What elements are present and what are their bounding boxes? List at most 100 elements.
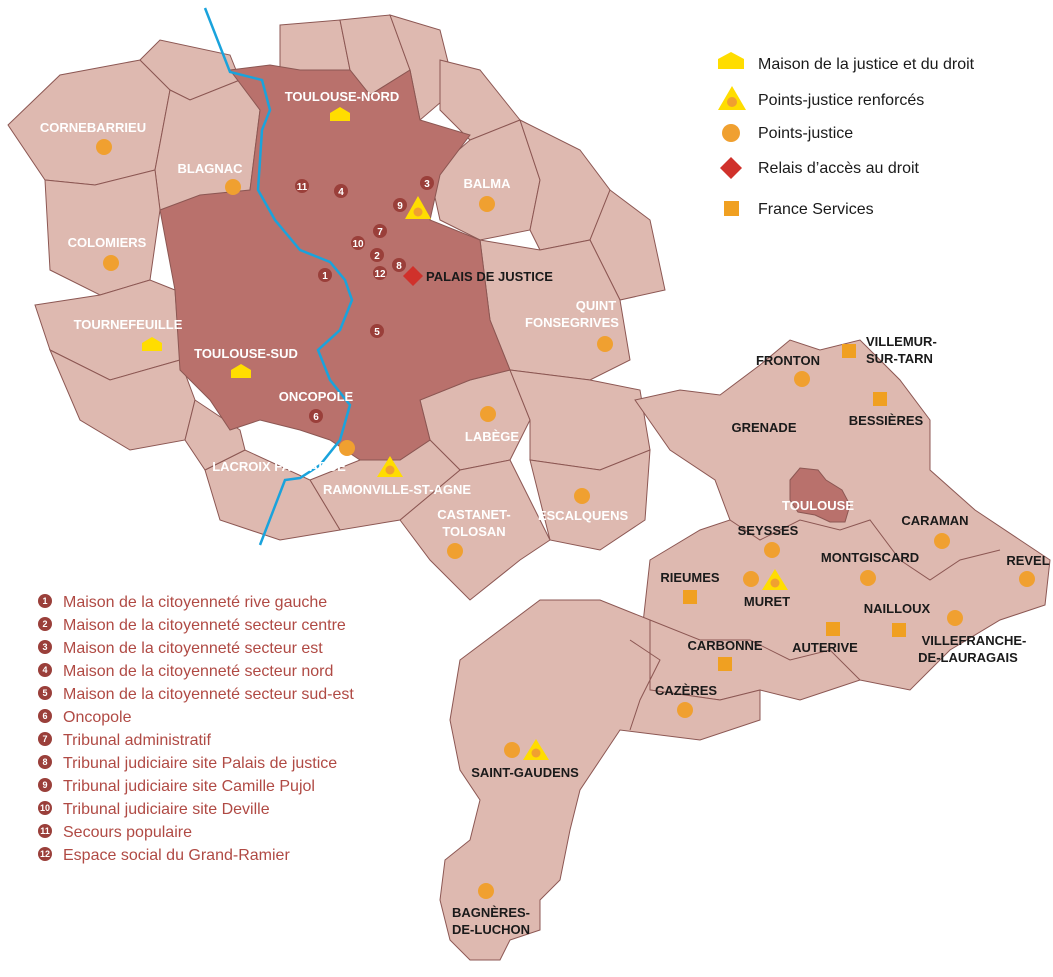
point-justice-villefranche-icon (947, 610, 963, 626)
label-villemur-1: VILLEMUR- (866, 334, 937, 349)
label-oncopole: ONCOPOLE (279, 389, 354, 404)
point-justice-renforce-saint-gaudens-icon (523, 739, 549, 760)
label-quint-2: FONSEGRIVES (525, 315, 619, 330)
list-item: 5 Maison de la citoyenneté secteur sud-es… (38, 686, 354, 703)
label-balma: BALMA (464, 176, 512, 191)
arrondissement-boundary-2 (649, 619, 861, 681)
label-caraman: CARAMAN (901, 513, 968, 528)
point-justice-escalquens-icon (574, 488, 590, 504)
department-markers (478, 344, 1035, 899)
svg-text:6: 6 (42, 711, 47, 721)
house-icon (718, 52, 744, 69)
svg-text:France Services: France Services (758, 201, 874, 218)
square-icon (724, 201, 739, 216)
label-seysses: SEYSSES (738, 523, 799, 538)
label-villefranche-1: VILLEFRANCHE- (922, 633, 1027, 648)
label-toulouse-dept: TOULOUSE (782, 498, 854, 513)
svg-text:Maison de la citoyenneté secte: Maison de la citoyenneté secteur nord (63, 663, 333, 680)
label-quint-1: QUINT (576, 298, 617, 313)
label-cornebarrieu: CORNEBARRIEU (40, 120, 146, 135)
label-colomiers: COLOMIERS (68, 235, 147, 250)
svg-text:10: 10 (40, 803, 50, 813)
legend-item-pj: Points-justice (722, 124, 853, 142)
svg-text:4: 4 (42, 665, 47, 675)
svg-text:6: 6 (313, 412, 319, 423)
site-badge-6: 6 (309, 409, 323, 423)
svg-text:3: 3 (42, 642, 47, 652)
svg-text:2: 2 (374, 251, 380, 262)
svg-text:7: 7 (42, 734, 47, 744)
site-badge-1: 1 (318, 268, 332, 282)
svg-text:Tribunal judiciaire site Camil: Tribunal judiciaire site Camille Pujol (63, 778, 315, 795)
svg-text:Points-justice: Points-justice (758, 125, 853, 142)
list-item: 4 Maison de la citoyenneté secteur nord (38, 663, 333, 680)
arrondissement-boundary-3 (629, 639, 661, 731)
france-services-villemur-icon (842, 344, 856, 358)
point-justice-montgiscard-icon (860, 570, 876, 586)
svg-text:5: 5 (42, 688, 47, 698)
svg-text:4: 4 (338, 187, 344, 198)
svg-text:Tribunal administratif: Tribunal administratif (63, 732, 211, 749)
site-badge-10: 10 (351, 236, 365, 250)
legend-item-pj-renforce: Points-justice renforcés (718, 86, 924, 110)
metro-markers (96, 107, 613, 559)
point-justice-colomiers-icon (103, 255, 119, 271)
point-justice-caraman-icon (934, 533, 950, 549)
svg-text:Relais d’accès au droit: Relais d’accès au droit (758, 160, 920, 177)
point-justice-castanet-icon (447, 543, 463, 559)
commune-castanet (399, 459, 551, 601)
label-cazeres: CAZÈRES (655, 683, 717, 698)
point-justice-cornebarrieu-icon (96, 139, 112, 155)
numbered-sites: 1 2 3 4 5 6 7 8 9 10 11 12 (295, 176, 434, 423)
list-item: 3 Maison de la citoyenneté secteur est (38, 640, 323, 657)
france-services-bessieres-icon (873, 392, 887, 406)
toulouse-dept (789, 467, 851, 523)
point-justice-muret-icon (743, 571, 759, 587)
list-item: 6 Oncopole (38, 709, 132, 726)
svg-text:Maison de la citoyenneté secte: Maison de la citoyenneté secteur est (63, 640, 323, 657)
label-toulouse-nord: TOULOUSE-NORD (285, 89, 400, 104)
label-labege: LABÈGE (465, 429, 520, 444)
svg-text:11: 11 (297, 182, 308, 193)
point-justice-labege-icon (480, 406, 496, 422)
label-lacroix: LACROIX FALGARDE (212, 459, 346, 474)
svg-text:Maison de la justice et du dro: Maison de la justice et du droit (758, 56, 975, 73)
commune-se-1 (509, 369, 651, 471)
label-saint-gaudens: SAINT-GAUDENS (471, 765, 579, 780)
svg-text:Maison de la citoyenneté secte: Maison de la citoyenneté secteur sud-est (63, 686, 354, 703)
legend-item-france-services: France Services (724, 201, 874, 218)
label-escalquens: ESCALQUENS (538, 508, 629, 523)
label-grenade: GRENADE (731, 420, 796, 435)
point-justice-renforce-ramonville-icon (377, 456, 403, 477)
site-badge-4: 4 (334, 184, 348, 198)
svg-text:3: 3 (424, 179, 430, 190)
label-ramonville: RAMONVILLE-ST-AGNE (323, 482, 471, 497)
legend-item-mjd: Maison de la justice et du droit (718, 52, 975, 73)
france-services-auterive-icon (826, 622, 840, 636)
commune-colomiers (44, 169, 161, 296)
svg-text:Tribunal judiciaire site Devil: Tribunal judiciaire site Deville (63, 801, 270, 818)
site-badge-11: 11 (295, 179, 309, 193)
svg-text:12: 12 (40, 849, 50, 859)
label-nailloux: NAILLOUX (864, 601, 931, 616)
france-services-rieumes-icon (683, 590, 697, 604)
svg-text:Oncopole: Oncopole (63, 709, 132, 726)
commune-ne-1 (389, 14, 456, 121)
label-fronton: FRONTON (756, 353, 820, 368)
label-muret: MURET (744, 594, 790, 609)
department-south (439, 599, 761, 961)
label-carbonne: CARBONNE (687, 638, 762, 653)
metropole-map (7, 14, 666, 601)
svg-text:7: 7 (377, 227, 383, 238)
svg-text:5: 5 (374, 327, 380, 338)
point-justice-quint-icon (597, 336, 613, 352)
svg-text:1: 1 (42, 596, 47, 606)
svg-text:Maison de la citoyenneté secte: Maison de la citoyenneté secteur centre (63, 617, 346, 634)
relais-palais-icon (403, 266, 423, 286)
